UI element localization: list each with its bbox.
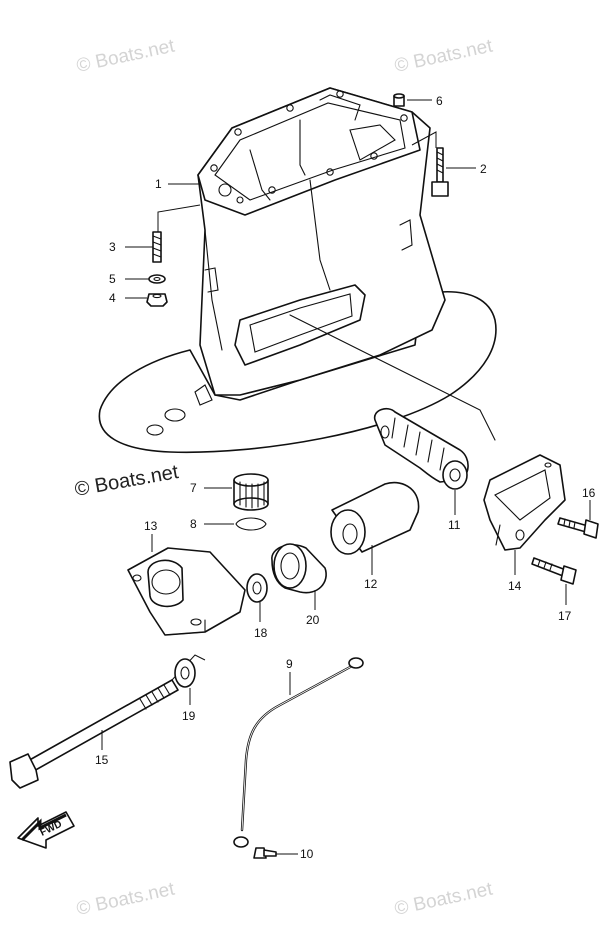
callout-20: 20: [306, 613, 320, 627]
part-rubber-mount-12: [330, 481, 420, 555]
watermark-top-left: © Boats.net: [75, 36, 177, 77]
callout-10: 10: [300, 847, 314, 861]
part-bolt-16: [557, 517, 599, 539]
watermark-middle: © Boats.net: [73, 461, 180, 501]
callout-12: 12: [364, 577, 378, 591]
watermark-top-right: © Boats.net: [393, 36, 495, 77]
callout-1: 1: [155, 177, 162, 191]
part-long-bolt-15: [9, 679, 179, 789]
callout-2: 2: [480, 162, 487, 176]
part-upper-mount-13: [127, 547, 246, 636]
part-washer-18: [246, 573, 268, 603]
callout-18: 18: [254, 626, 268, 640]
watermark-bottom-right: © Boats.net: [393, 879, 495, 920]
callout-7: 7: [190, 481, 197, 495]
callout-3: 3: [109, 240, 116, 254]
part-rubber-cushion-11: [373, 408, 469, 490]
part-bolt-2: [431, 147, 449, 197]
part-clip-8: [235, 517, 267, 531]
callout-14: 14: [508, 579, 522, 593]
part-washer-19: [174, 658, 196, 688]
callout-16: 16: [582, 486, 596, 500]
callout-11: 11: [448, 518, 461, 532]
fwd-arrow-icon: FWD: [17, 811, 75, 849]
part-grommet-7: [233, 473, 269, 511]
part-nut-4: [146, 293, 168, 307]
callout-8: 8: [190, 517, 197, 531]
part-bushing-20: [271, 543, 327, 594]
part-stud-3: [152, 231, 162, 263]
callout-17: 17: [558, 609, 572, 623]
part-ground-wire-9: [233, 657, 364, 848]
part-screw-10: [253, 847, 277, 859]
callout-9: 9: [286, 657, 293, 671]
callout-19: 19: [182, 709, 196, 723]
callout-4: 4: [109, 291, 116, 305]
watermark-bottom-left: © Boats.net: [75, 879, 177, 920]
callout-5: 5: [109, 272, 116, 286]
part-dowel-pin: [393, 93, 405, 107]
callout-13: 13: [144, 519, 158, 533]
part-bolt-17: [531, 557, 577, 585]
callout-15: 15: [95, 753, 109, 767]
part-washer-5: [148, 274, 166, 284]
callout-6: 6: [436, 94, 443, 108]
part-mount-cover-14: [483, 454, 566, 551]
